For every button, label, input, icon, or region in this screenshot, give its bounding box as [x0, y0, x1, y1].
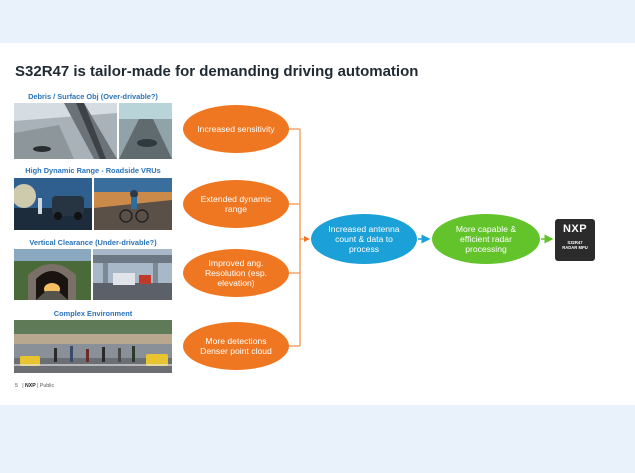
photo-cyclist — [94, 178, 172, 230]
chip-model: S32R47 — [567, 240, 583, 245]
caption-high-dynamic-range: High Dynamic Range - Roadside VRUs — [25, 166, 161, 175]
photo-debris-manhole — [119, 103, 172, 159]
flow-connectors — [289, 128, 554, 347]
oval-extended-dynamic-range: Extended dynamic range — [183, 180, 289, 228]
caption-debris: Debris / Surface Obj (Over-drivable?) — [28, 92, 158, 101]
nxp-logo-icon: NXP — [562, 223, 588, 235]
photo-tunnel — [14, 249, 91, 300]
chip-type: RADAR MPU — [562, 245, 588, 250]
footer-classification: Public — [39, 383, 55, 389]
slide-title: S32R47 is tailor-made for demanding driv… — [15, 63, 419, 80]
slide-footer: 5 | NXP | Public — [15, 383, 55, 389]
caption-vertical-clearance: Vertical Clearance (Under-drivable?) — [29, 238, 157, 247]
bracket-connector — [289, 128, 310, 347]
photo-night-car — [14, 178, 92, 230]
oval-increased-sensitivity: Increased sensitivity — [183, 105, 289, 153]
oval-more-detections: More detections Denser point cloud — [183, 322, 289, 370]
slide: S32R47 is tailor-made for demanding driv… — [0, 43, 635, 405]
oval-increased-antenna-count: Increased antenna count & data to proces… — [311, 214, 417, 264]
page-number: 5 — [15, 383, 18, 389]
caption-complex-environment: Complex Environment — [53, 309, 133, 318]
oval-improved-resolution: Improved ang. Resolution (esp. elevation… — [183, 249, 289, 297]
photo-debris-road — [14, 103, 117, 159]
photo-overpass — [93, 249, 172, 300]
oval-radar-processing: More capable & efficient radar processin… — [432, 214, 540, 264]
photo-street-crossing — [14, 320, 172, 373]
footer-brand: NXP — [25, 383, 36, 389]
s32r47-chip: NXP S32R47 RADAR MPU — [555, 219, 595, 261]
